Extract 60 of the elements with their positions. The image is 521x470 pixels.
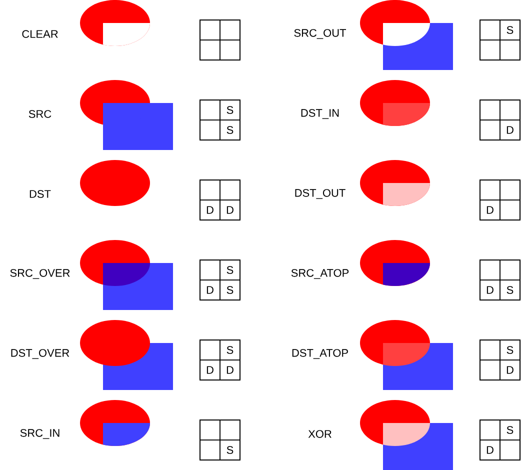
table-cell: S (220, 340, 240, 360)
table-cell (500, 100, 520, 120)
table-cell (480, 100, 500, 120)
table-cell (500, 440, 520, 460)
table-cell: D (220, 200, 240, 220)
mode-label: XOR (308, 430, 332, 438)
table-cell: D (480, 280, 500, 300)
table-cell (500, 40, 520, 60)
table-cell: D (480, 200, 500, 220)
mode-label: DST_OUT (295, 189, 346, 199)
table-cell (200, 340, 220, 360)
mode-label: SRC_IN (20, 429, 60, 439)
table-cell (220, 420, 240, 440)
table-cell: S (500, 340, 520, 360)
table-cell: D (220, 360, 240, 380)
table-cell (200, 120, 220, 140)
table-cell (200, 40, 220, 60)
table-cell: S (220, 100, 240, 120)
table-cell (500, 180, 520, 200)
table-cell (200, 100, 220, 120)
table-cell (500, 260, 520, 280)
table-cell (480, 340, 500, 360)
table-cell (200, 440, 220, 460)
table-cell (220, 180, 240, 200)
mode-label: DST (30, 190, 51, 198)
table-cell: D (480, 440, 500, 460)
table-cell (480, 180, 500, 200)
table-cell: S (220, 440, 240, 460)
mode-label: DST_IN (301, 109, 339, 119)
table-cell: D (200, 280, 220, 300)
table-cell (500, 200, 520, 220)
mode-label: SRC_ATOP (291, 269, 349, 279)
table-cell (200, 20, 220, 40)
table-cell (220, 20, 240, 40)
table-cell: D (200, 360, 220, 380)
table-cell: D (200, 200, 220, 220)
table-cell (480, 260, 500, 280)
table-cell: S (500, 280, 520, 300)
table-cell (200, 180, 220, 200)
table-cell (200, 260, 220, 280)
table-cell (480, 360, 500, 380)
mode-label: SRC (28, 110, 52, 118)
table-cell: D (500, 120, 520, 140)
table-cell (480, 20, 500, 40)
table-cell (480, 120, 500, 140)
table-cell (220, 40, 240, 60)
mode-label: DST_OVER (11, 349, 70, 359)
table-cell (200, 420, 220, 440)
table-cell: D (500, 360, 520, 380)
mode-label: SRC_OVER (10, 269, 70, 279)
mode-label: CLEAR (22, 30, 58, 38)
mode-label: DST_ATOP (292, 349, 348, 359)
table-cell: S (220, 260, 240, 280)
table-cell: S (220, 120, 240, 140)
table-cell: S (500, 420, 520, 440)
table-cell: S (500, 20, 520, 40)
table-cell (480, 420, 500, 440)
table-cell: S (220, 280, 240, 300)
mode-label: SRC_OUT (294, 29, 346, 39)
table-cell (480, 40, 500, 60)
